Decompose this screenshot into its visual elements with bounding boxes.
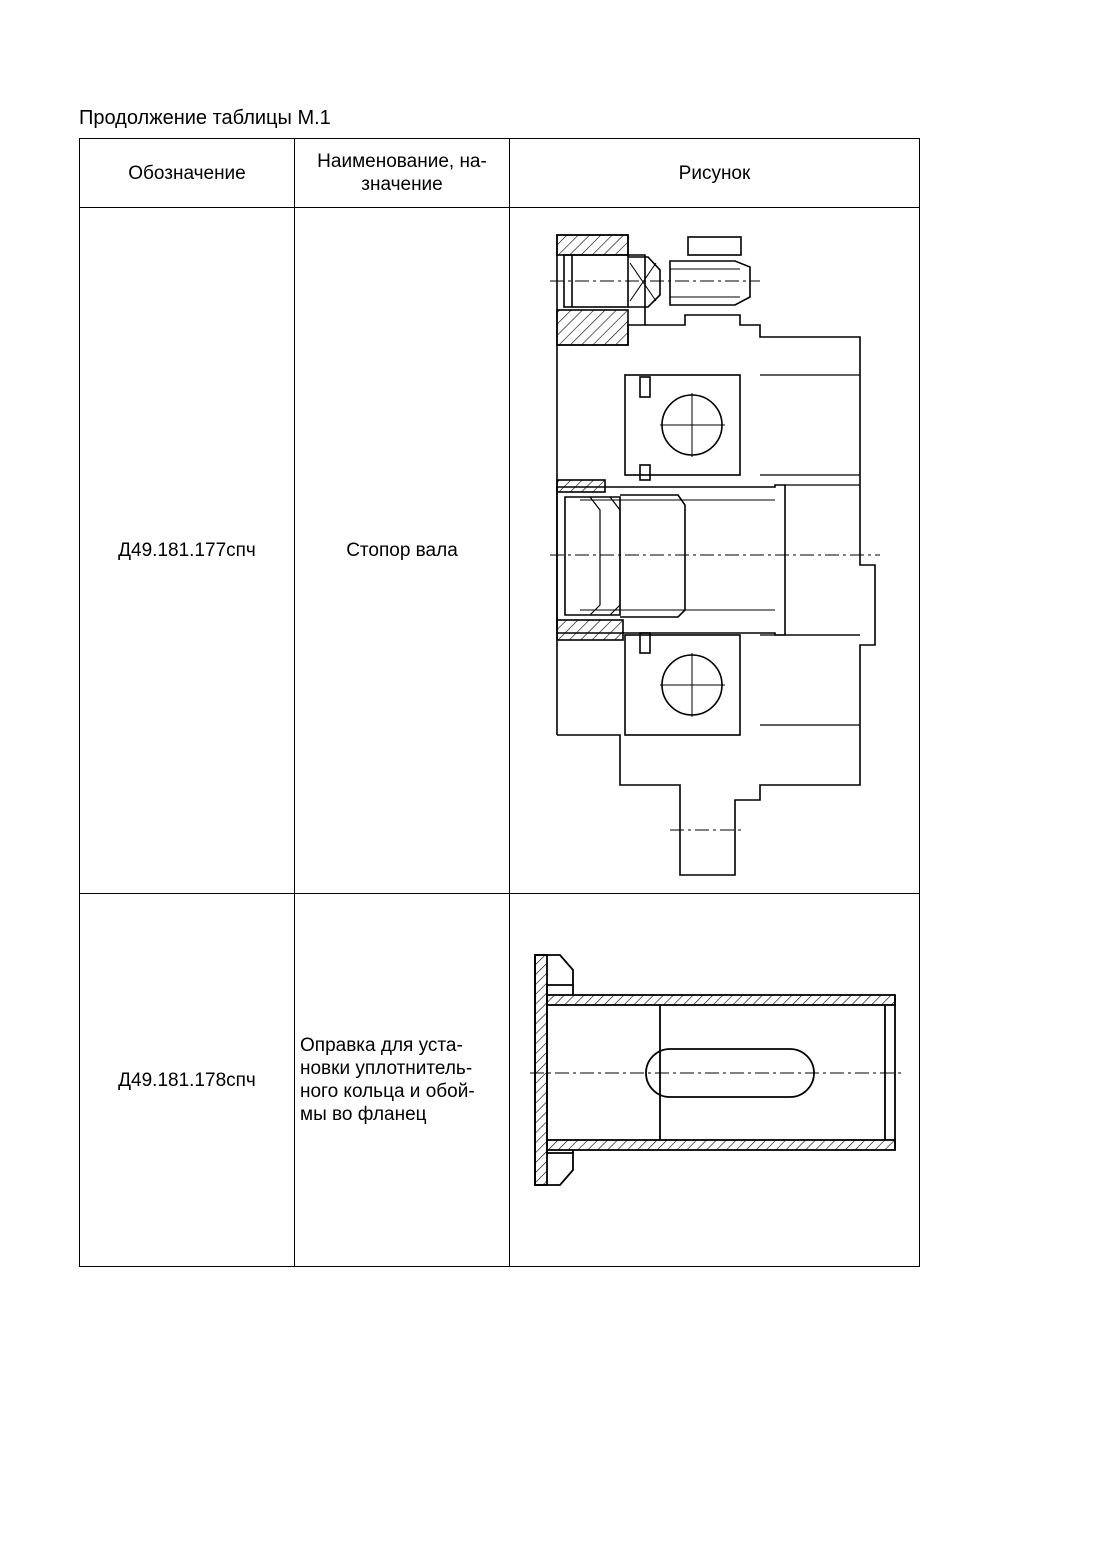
table-caption: Продолжение таблицы М.1: [79, 107, 331, 129]
row-2-name-line-1: Оправка для уста-: [300, 1035, 463, 1056]
row-2-name-line-2: новки уплотнитель-: [300, 1058, 473, 1079]
shaft-stopper-drawing: [520, 225, 900, 885]
row-1-name-text: Стопор вала: [346, 540, 458, 561]
header-designation: Обозначение: [80, 139, 294, 207]
row-2-designation-text: Д49.181.178спч: [118, 1069, 256, 1091]
header-name-line-1: Наименование, на-: [317, 151, 487, 172]
row-1-name: Стопор вала: [295, 208, 509, 893]
row-2-name-line-4: мы во фланец: [300, 1104, 427, 1125]
header-designation-text: Обозначение: [128, 162, 246, 184]
header-name-line-2: значение: [361, 174, 443, 195]
mandrel-svg: [530, 954, 905, 1186]
row-1-designation-text: Д49.181.177спч: [118, 540, 256, 561]
mandrel-drawing: [525, 945, 910, 1205]
header-figure: Рисунок: [510, 139, 919, 207]
parts-table: Обозначение Наименование, на- значение Р…: [79, 138, 920, 1267]
row-2-designation: Д49.181.178спч: [80, 894, 294, 1266]
header-figure-text: Рисунок: [678, 162, 751, 184]
row-2-name-line-3: ного кольца и обой-: [300, 1081, 475, 1102]
row-2-name: Оправка для уста- новки уплотнитель- ног…: [300, 894, 509, 1266]
header-name: Наименование, на- значение: [295, 139, 509, 207]
shaft-stopper-svg: [550, 234, 880, 876]
row-1-designation: Д49.181.177спч: [80, 208, 294, 893]
